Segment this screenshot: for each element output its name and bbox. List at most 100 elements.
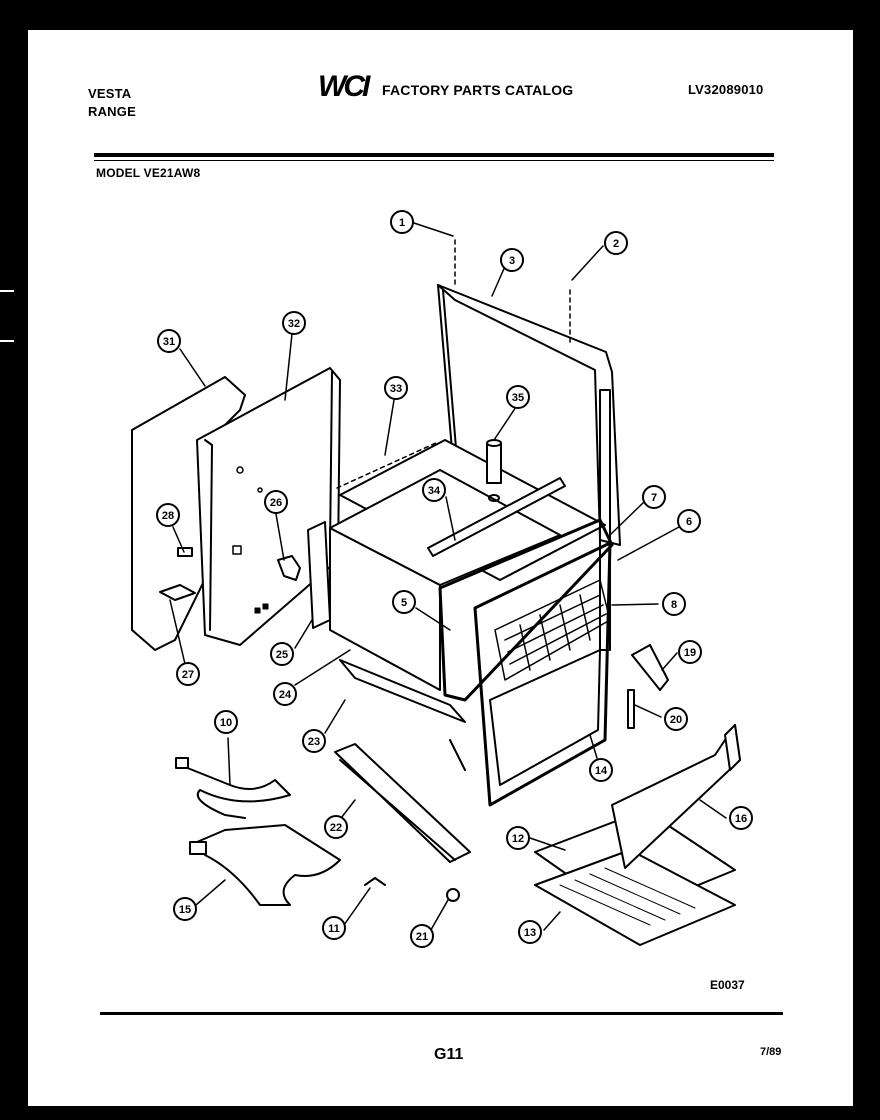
front-frame-part [438,518,614,702]
callout-circle [156,503,180,527]
side-trim-part [307,521,331,629]
callout-22: 22 [324,815,348,839]
broil-element-part [189,824,341,906]
callout-1: 1 [390,210,414,234]
callout-circle [506,826,530,850]
callout-label: 27 [182,669,194,681]
callout-circle [589,758,613,782]
callout-7: 7 [642,485,666,509]
callout-circle [604,231,628,255]
clip-part [177,547,193,557]
callout-label: 26 [270,497,282,509]
plate-part [159,584,196,601]
callout-10: 10 [214,710,238,734]
callout-2: 2 [604,231,628,255]
spring-part [364,877,386,886]
callout-circle [390,210,414,234]
callout-circle [302,729,326,753]
callout-label: 2 [613,238,619,250]
callout-circle [176,662,200,686]
callout-label: 7 [651,492,657,504]
callout-20: 20 [664,707,688,731]
callout-11: 11 [322,916,346,940]
callout-circle [410,924,434,948]
page-code: G11 [434,1046,464,1063]
callout-label: 24 [279,689,292,701]
print-date: 7/89 [760,1046,782,1058]
callout-circle [392,590,416,614]
callout-28: 28 [156,503,180,527]
callout-label: 15 [179,904,191,916]
nut-part [446,888,460,902]
callout-label: 10 [220,717,232,729]
callout-21: 21 [410,924,434,948]
callout-23: 23 [302,729,326,753]
door-frame-part [473,541,612,807]
callout-32: 32 [282,311,306,335]
callout-circle [173,897,197,921]
callout-24: 24 [273,682,297,706]
rod-part [427,477,566,557]
callout-circle [157,329,181,353]
callout-label: 23 [308,736,320,748]
callout-label: 14 [595,765,608,777]
drawing-code: E0037 [710,978,745,992]
callout-label: 6 [686,516,692,528]
callout-33: 33 [384,376,408,400]
callout-15: 15 [173,897,197,921]
callout-label: 11 [328,923,340,935]
callout-label: 19 [684,647,696,659]
callout-circle [324,815,348,839]
callout-label: 20 [670,714,682,726]
callout-circle [500,248,524,272]
catalog-number: LV32089010 [688,82,764,97]
catalog-title: FACTORY PARTS CATALOG [382,82,574,98]
callout-label: 25 [276,649,288,661]
callout-circle [729,806,753,830]
callout-34: 34 [422,478,446,502]
callout-8: 8 [662,592,686,616]
callout-label: 13 [524,927,536,939]
callout-circle [662,592,686,616]
wci-logo: WCI [318,70,370,103]
model-label: MODEL VE21AW8 [96,166,201,180]
bake-element-part [179,764,291,819]
callout-circle [677,509,701,533]
hinge-bar-part [627,689,635,729]
callout-12: 12 [506,826,530,850]
callout-circle [642,485,666,509]
hinge-part [631,644,669,691]
bracket-part [277,555,301,581]
callout-label: 28 [162,510,174,522]
callout-circle [678,640,702,664]
callout-label: 34 [428,485,441,497]
callout-6: 6 [677,509,701,533]
callout-label: 5 [401,597,407,609]
callout-circle [518,920,542,944]
callout-label: 35 [512,392,524,404]
callout-circle [273,682,297,706]
callout-26: 26 [264,490,288,514]
callout-circle [270,642,294,666]
callout-16: 16 [729,806,753,830]
edge-mark-top [0,290,14,292]
callout-5: 5 [392,590,416,614]
drip-tray-part [334,743,471,863]
broiler-grid-part [534,849,736,946]
header-rule-thick [94,153,774,157]
callout-circle [664,707,688,731]
oven-rack-part [494,579,611,681]
callout-27: 27 [176,662,200,686]
callout-circle [384,376,408,400]
brand-line-2: RANGE [88,104,136,119]
callout-circle [264,490,288,514]
callout-label: 16 [735,813,747,825]
callout-25: 25 [270,642,294,666]
callout-label: 22 [330,822,342,834]
side-strip-part [599,389,611,651]
callout-label: 31 [163,336,175,348]
flue-part [486,442,502,484]
edge-mark-bottom [0,340,14,342]
callout-35: 35 [506,385,530,409]
